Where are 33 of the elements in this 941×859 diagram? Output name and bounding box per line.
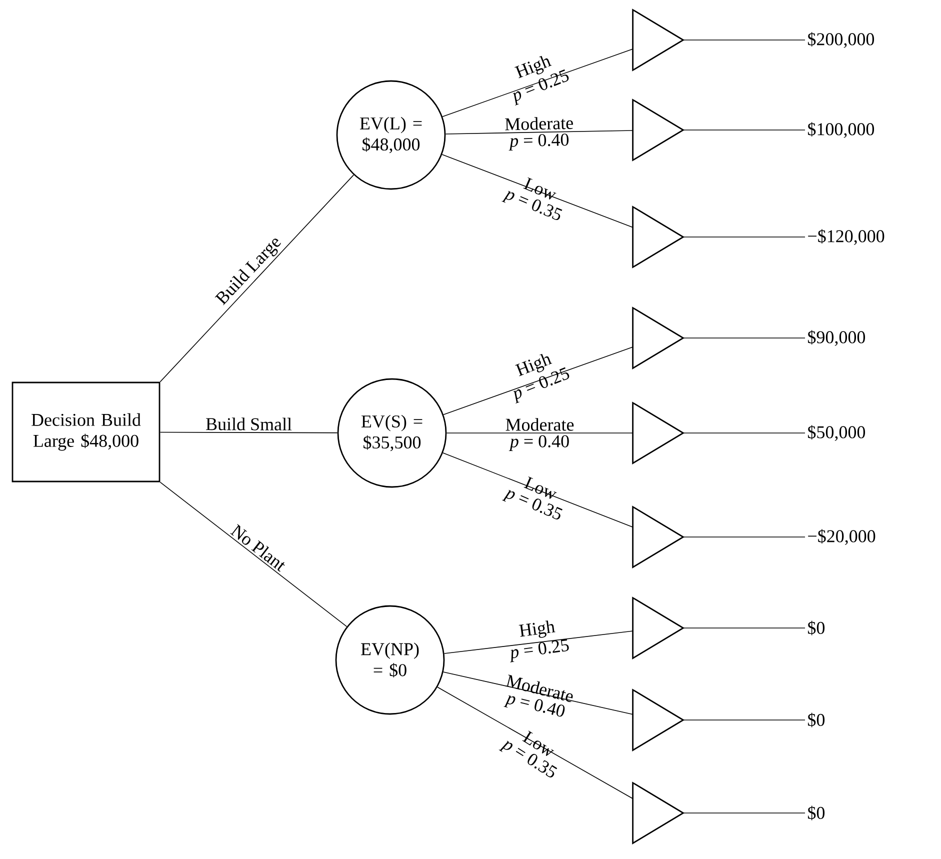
payoff-value: $100,000 xyxy=(808,122,874,138)
probability-label: p = 0.25 xyxy=(510,639,569,662)
payoff-value: $0 xyxy=(808,712,825,728)
branch-line xyxy=(682,536,806,538)
payoff-value: $50,000 xyxy=(808,425,866,441)
edge-label: Moderate xyxy=(505,117,573,130)
edge-label: Build Small xyxy=(206,418,292,430)
branch-line xyxy=(682,432,806,434)
probability-label: p = 0.40 xyxy=(508,134,569,151)
branch-line xyxy=(682,812,806,814)
branch-line xyxy=(160,482,348,627)
payoff-value: $200,000 xyxy=(808,32,874,48)
payoff-value: −$20,000 xyxy=(808,529,876,545)
branch-line xyxy=(444,630,634,654)
edge-label: High xyxy=(518,620,556,638)
decision-box: Decision Build Large $48,000 xyxy=(12,382,160,482)
branch-line xyxy=(445,130,634,134)
branch-line xyxy=(443,346,634,415)
probability-label: p = 0.40 xyxy=(508,435,569,451)
payoff-value: $0 xyxy=(808,806,825,820)
payoff-value: −$120,000 xyxy=(808,229,884,245)
payoff-value: $90,000 xyxy=(808,330,866,346)
branch-line xyxy=(437,686,634,800)
payoff-value: $0 xyxy=(808,620,825,636)
branch-line xyxy=(442,48,634,118)
branch-line xyxy=(446,432,634,434)
branch-line xyxy=(160,174,354,382)
branch-line xyxy=(160,432,338,434)
branch-line xyxy=(442,154,634,228)
branch-line xyxy=(682,236,806,238)
edge-label: Moderate xyxy=(506,418,574,431)
branch-line xyxy=(442,672,634,715)
branch-line xyxy=(442,452,634,528)
